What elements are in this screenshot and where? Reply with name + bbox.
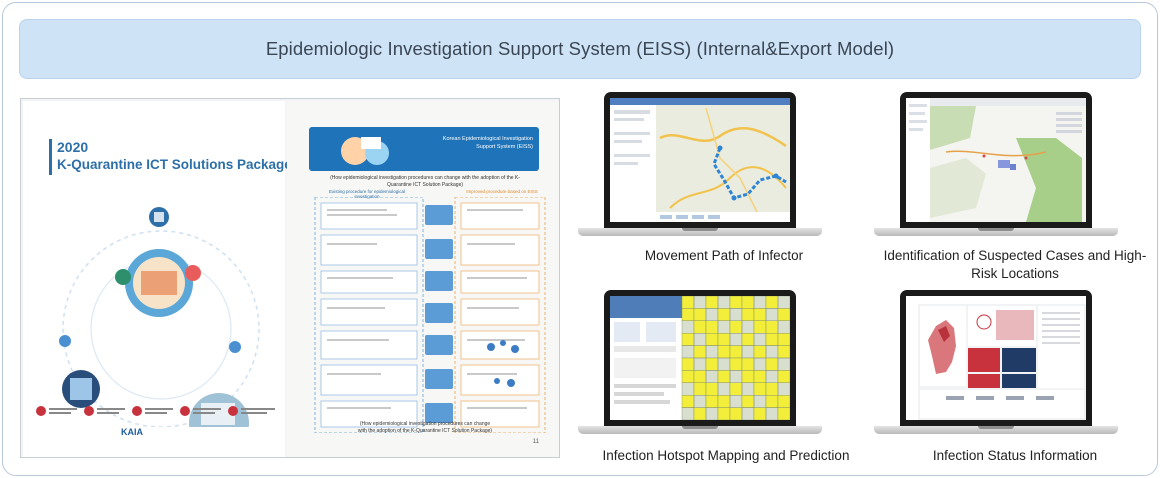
screen-suspected-cases [906, 98, 1086, 222]
inner-header-text: Korean Epidemiological Investigation Sup… [442, 136, 533, 150]
laptop-base [874, 426, 1118, 434]
laptop-lid [900, 92, 1092, 228]
screen-hotspot-mapping [610, 296, 790, 420]
brochure-cover: 2020 K-Quarantine ICT Solutions Package [23, 101, 292, 457]
laptop-lid [604, 92, 796, 228]
cover-illustration [59, 207, 260, 427]
right-column-title: Improved procedure based on EISS [466, 189, 538, 194]
screen-infection-status [906, 296, 1086, 420]
screen-movement-path [610, 98, 790, 222]
procedure-flowchart [314, 197, 546, 433]
banner-title: Epidemiologic Investigation Support Syst… [265, 38, 895, 59]
page-number: 11 [532, 439, 539, 445]
ministry-logos [36, 406, 275, 416]
title-banner: Epidemiologic Investigation Support Syst… [19, 19, 1141, 79]
laptop-movement-path [578, 92, 822, 240]
inner-header-illustration [341, 137, 389, 165]
laptop-base [578, 228, 822, 236]
status-dashboard [906, 296, 1086, 420]
laptop-lid [900, 290, 1092, 426]
hotspot-grid-map [610, 296, 790, 420]
risk-location-map [906, 98, 1086, 222]
laptop-infection-status [874, 290, 1118, 438]
laptop-suspected-cases [874, 92, 1118, 240]
inner-question: (How epidemiological investigation proce… [330, 175, 520, 188]
caption-movement-path: Movement Path of Infector [644, 248, 804, 263]
caption-suspected-cases: Identification of Suspected Cases and Hi… [883, 248, 1147, 281]
caption-hotspot-mapping: Infection Hotspot Mapping and Prediction [602, 448, 850, 463]
cover-accent-bar [49, 139, 52, 175]
caption-infection-status: Infection Status Information [932, 448, 1098, 463]
laptop-lid [604, 290, 796, 426]
route-map [610, 98, 790, 222]
laptop-base [874, 228, 1118, 236]
cover-year: 2020 [57, 139, 89, 155]
laptop-base [578, 426, 822, 434]
brochure-inner-page: Korean Epidemiological Investigation Sup… [287, 101, 559, 457]
brochure-image: 2020 K-Quarantine ICT Solutions Package [20, 98, 560, 458]
laptop-hotspot-mapping [578, 290, 822, 438]
cover-title: K-Quarantine ICT Solutions Package [57, 157, 292, 172]
kaia-logo: KAIA [121, 427, 143, 437]
inner-question-footer: (How epidemiological investigation proce… [357, 421, 493, 434]
